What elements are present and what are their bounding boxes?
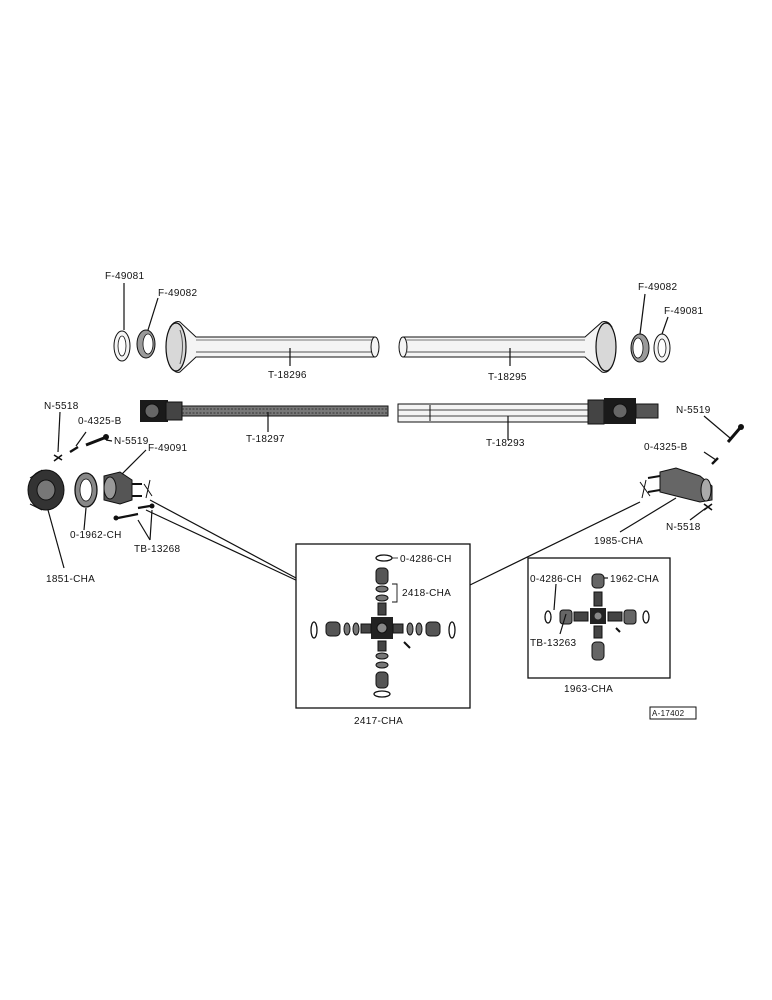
break-mark-left: [143, 479, 153, 499]
break-mark-right: [639, 479, 651, 499]
label-t18296: T-18296: [268, 370, 307, 381]
seal-o1962ch: [74, 472, 98, 508]
leaders-middle: [57, 411, 731, 521]
shaft-t18297: [140, 400, 389, 422]
shaft-t18293: [397, 398, 659, 425]
detail-box-2417-cha: [295, 543, 471, 709]
label-tb13263: TB-13263: [530, 638, 576, 649]
ring-f49082-right: [630, 333, 650, 363]
label-1851-cha: 1851-CHA: [46, 574, 95, 585]
fitting-o4325b-right: [711, 457, 719, 465]
ring-f49081-left: [113, 330, 131, 362]
ring-f49081-right: [653, 333, 671, 363]
label-o4325b-right: 0-4325-B: [644, 442, 688, 453]
ring-f49082-left: [136, 329, 156, 359]
leaders-top: [123, 283, 669, 366]
shield-tube-t18295: [398, 321, 617, 373]
label-reference: A-17402: [652, 709, 685, 718]
pin-n5519-right: [726, 424, 744, 443]
label-o4286ch-b: 0-4286-CH: [530, 574, 582, 585]
fitting-o4325b-left: [69, 445, 79, 454]
label-1963-cha: 1963-CHA: [564, 684, 613, 695]
leader-1985: [619, 497, 677, 533]
label-1962-cha: 1962-CHA: [610, 574, 659, 585]
label-tb13268: TB-13268: [134, 544, 180, 555]
label-o4325b-left: 0-4325-B: [78, 416, 122, 427]
label-o4286ch-a: 0-4286-CH: [400, 554, 452, 565]
reference-box: [649, 706, 697, 720]
bolt-tb13268: [113, 503, 155, 521]
detail-box-1963-cha: [527, 557, 671, 679]
label-n5519-left: N-5519: [114, 436, 149, 447]
label-n5519-right: N-5519: [676, 405, 711, 416]
pin-n5518-left: [53, 454, 63, 462]
label-t18295: T-18295: [488, 372, 527, 383]
yoke-f49091: [103, 471, 142, 505]
yoke-1985-cha: [647, 467, 713, 503]
label-f49081-right: F-49081: [664, 306, 703, 317]
pin-n5519-left: [85, 434, 109, 447]
hub-1851-cha: [27, 469, 65, 511]
shield-tube-t18296: [165, 321, 380, 373]
label-o1962ch: 0-1962-CH: [70, 530, 122, 541]
label-2418-cha: 2418-CHA: [402, 588, 451, 599]
label-2417-cha: 2417-CHA: [354, 716, 403, 727]
label-1985-cha: 1985-CHA: [594, 536, 643, 547]
label-f49091: F-49091: [148, 443, 187, 454]
label-f49082-right: F-49082: [638, 282, 677, 293]
label-n5518-right: N-5518: [666, 522, 701, 533]
label-f49081-left: F-49081: [105, 271, 144, 282]
callout-lines: [145, 499, 641, 586]
leaders-lower-left: [47, 449, 153, 569]
label-f49082-left: F-49082: [158, 288, 197, 299]
label-n5518-left: N-5518: [44, 401, 79, 412]
label-t18297: T-18297: [246, 434, 285, 445]
label-t18293: T-18293: [486, 438, 525, 449]
